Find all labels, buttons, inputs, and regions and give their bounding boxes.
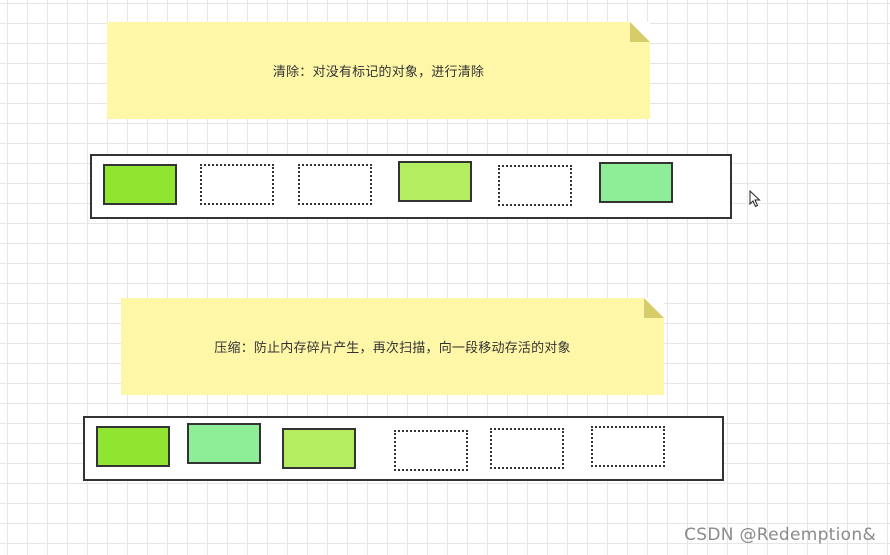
sticky-note-sweep: 清除：对没有标记的对象，进行清除 xyxy=(107,22,650,119)
memory-block-live xyxy=(599,162,673,203)
memory-block-live xyxy=(187,423,261,464)
sweep-note-text: 清除：对没有标记的对象，进行清除 xyxy=(272,65,485,80)
memory-block-free xyxy=(394,430,468,471)
memory-block-free xyxy=(498,165,572,206)
memory-block-live xyxy=(282,428,356,469)
note-fold-shade xyxy=(644,298,664,318)
memory-block-free xyxy=(490,428,564,469)
memory-block-live xyxy=(398,161,472,202)
sticky-note-compact: 压缩：防止内存碎片产生，再次扫描，向一段移动存活的对象 xyxy=(121,298,664,395)
memory-block-live xyxy=(103,164,177,205)
memory-block-free xyxy=(200,164,274,205)
memory-strip-after-compact xyxy=(83,416,724,481)
mouse-cursor-icon xyxy=(749,190,761,208)
csdn-watermark: CSDN @Redemption& xyxy=(684,525,876,545)
note-fold-shade xyxy=(630,22,650,42)
memory-block-free xyxy=(298,164,372,205)
memory-block-live xyxy=(96,426,170,467)
memory-strip-after-sweep xyxy=(90,154,732,219)
memory-block-free xyxy=(591,426,665,467)
compact-note-text: 压缩：防止内存碎片产生，再次扫描，向一段移动存活的对象 xyxy=(214,341,571,356)
